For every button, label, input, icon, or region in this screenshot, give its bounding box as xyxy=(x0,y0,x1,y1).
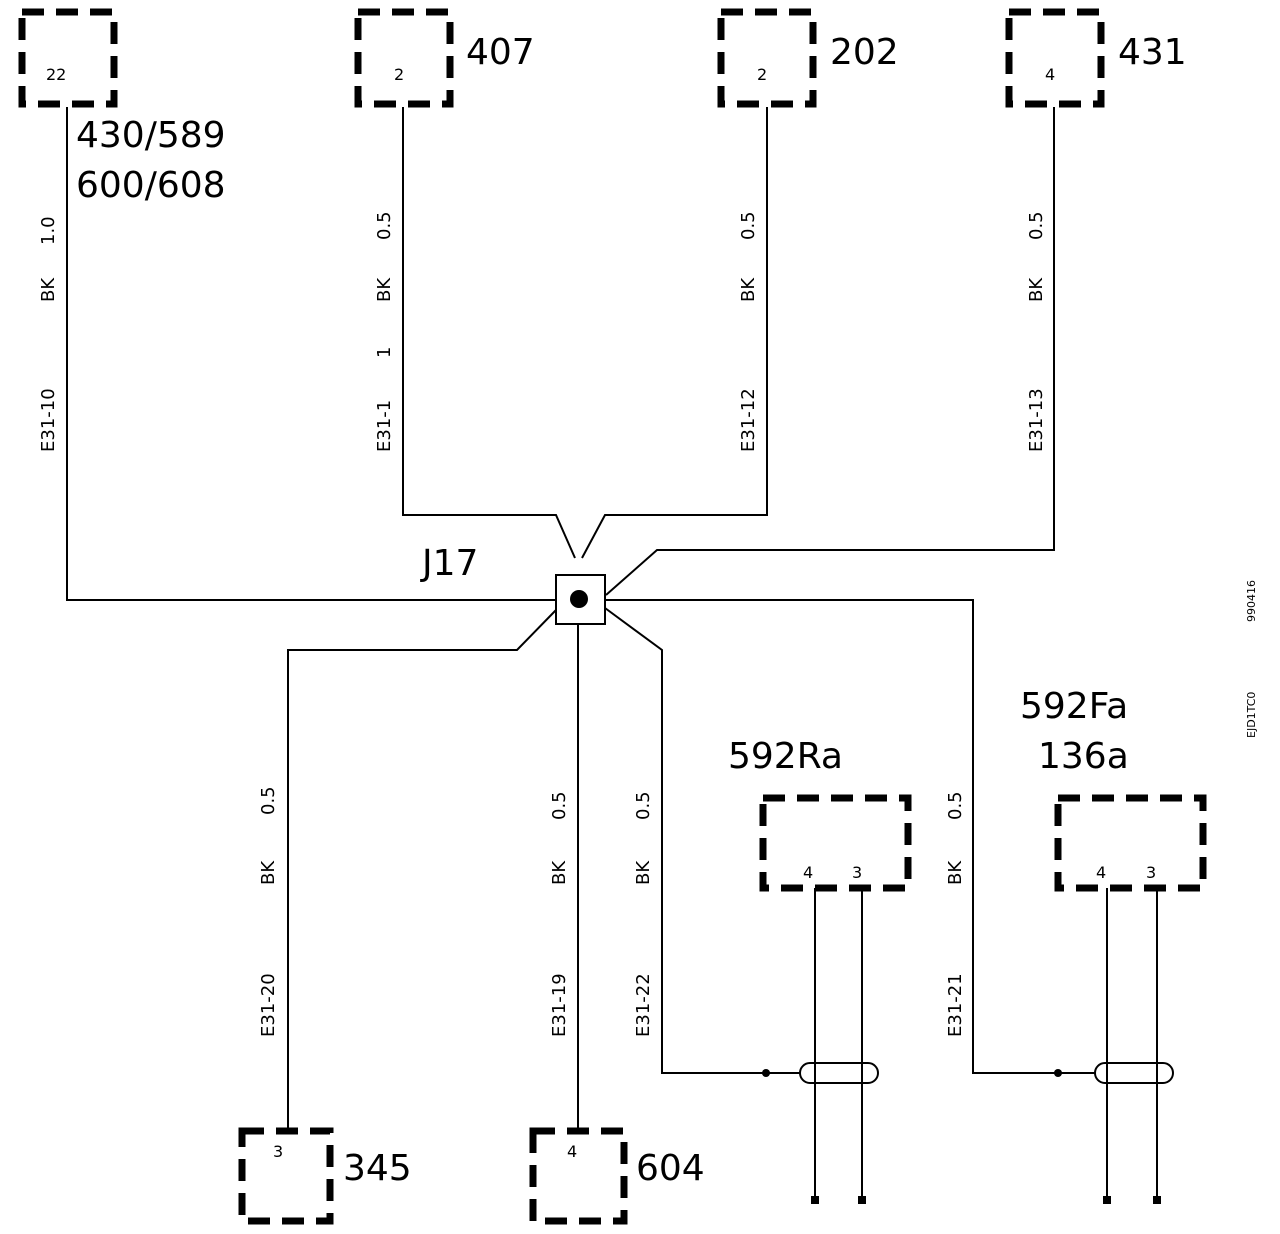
component-202: 2 202 xyxy=(717,8,899,108)
wires xyxy=(66,107,1174,1204)
connector-box xyxy=(759,794,912,892)
connector-box xyxy=(717,8,817,108)
wire-size: 0.5 xyxy=(258,786,279,815)
shield-oval-592fa xyxy=(1094,1062,1174,1084)
connector-box xyxy=(529,1127,628,1225)
component-label: 604 xyxy=(636,1148,705,1189)
wire-e31-10 xyxy=(66,107,556,601)
wire-size: 1.0 xyxy=(38,216,59,245)
wire-id: E31-19 xyxy=(549,973,570,1037)
wire-size: 0.5 xyxy=(633,791,654,820)
wire-end-terminal xyxy=(1103,1196,1111,1204)
component-label: 407 xyxy=(466,32,535,73)
component-label: 136a xyxy=(1038,736,1129,777)
connector-box xyxy=(18,8,118,108)
wire-e31-13 xyxy=(605,107,1055,596)
component-label: 592Ra xyxy=(728,736,843,777)
shield-oval-592ra xyxy=(799,1062,879,1084)
component-604: 4 604 xyxy=(529,1127,705,1225)
side-codes: 990416 EJD1TC0 xyxy=(1245,580,1258,738)
wire-id: E31-13 xyxy=(1026,388,1047,452)
connector-box xyxy=(1054,794,1207,892)
wire-size: 0.5 xyxy=(374,211,395,240)
wire-e31-1 xyxy=(402,107,576,559)
component-label: 431 xyxy=(1118,32,1187,73)
wire-e31-21 xyxy=(606,599,1095,1074)
wire-size: 0.5 xyxy=(738,211,759,240)
pin-number: 2 xyxy=(394,65,404,84)
wire-color: BK xyxy=(738,277,759,302)
component-label: 202 xyxy=(830,32,899,73)
wire-color: BK xyxy=(38,277,59,302)
component-label: 600/608 xyxy=(76,165,226,206)
wire-e31-20 xyxy=(287,609,557,1128)
component-431: 4 431 xyxy=(1005,8,1187,108)
wire-size: 0.5 xyxy=(549,791,570,820)
wire-e31-22 xyxy=(604,607,800,1074)
pin-number: 4 xyxy=(803,863,813,882)
wire-id: E31-20 xyxy=(258,973,279,1037)
component-407: 2 407 xyxy=(354,8,535,108)
wire-labels: 1.0 BK E31-10 0.5 BK 1 E31-1 0.5 BK E31-… xyxy=(38,211,1047,1037)
wire-color: BK xyxy=(1026,277,1047,302)
pin-number: 4 xyxy=(567,1142,577,1161)
connector-box xyxy=(238,1127,334,1225)
component-345: 3 345 xyxy=(238,1127,412,1225)
side-code: 990416 xyxy=(1245,580,1258,622)
wire-end-terminal xyxy=(811,1196,819,1204)
wire-id: E31-12 xyxy=(738,388,759,452)
wire-color: BK xyxy=(633,860,654,885)
wire-color: BK xyxy=(258,860,279,885)
component-label: 430/589 xyxy=(76,115,226,156)
wire-id: E31-1 xyxy=(374,400,395,452)
wire-id: E31-10 xyxy=(38,388,59,452)
wire-id: E31-21 xyxy=(945,973,966,1037)
pin-number: 22 xyxy=(46,65,66,84)
component-22: 22 430/589 600/608 xyxy=(18,8,226,206)
component-592ra: 592Ra 4 3 xyxy=(728,736,912,892)
wire-size: 0.5 xyxy=(1026,211,1047,240)
pin-number: 2 xyxy=(757,65,767,84)
wire-id: E31-22 xyxy=(633,973,654,1037)
pin-number: 4 xyxy=(1096,863,1106,882)
splice-dot xyxy=(762,1069,770,1077)
component-label: 592Fa xyxy=(1020,686,1128,727)
pin-number: 3 xyxy=(273,1142,283,1161)
component-label: 345 xyxy=(343,1148,412,1189)
wire-size: 0.5 xyxy=(945,791,966,820)
wire-color: BK xyxy=(945,860,966,885)
junction-dot xyxy=(570,590,588,608)
wire-end-terminal xyxy=(1153,1196,1161,1204)
splice-dot xyxy=(1054,1069,1062,1077)
wire-color: BK xyxy=(374,277,395,302)
connector-box xyxy=(1005,8,1105,108)
component-592fa: 592Fa 136a 4 3 xyxy=(1020,686,1207,892)
wire-end-terminal xyxy=(858,1196,866,1204)
side-code: EJD1TC0 xyxy=(1245,692,1258,738)
wire-e31-12 xyxy=(581,107,768,559)
junction-label: J17 xyxy=(420,543,478,584)
connector-box xyxy=(354,8,454,108)
pin-number: 3 xyxy=(1146,863,1156,882)
pin-number: 4 xyxy=(1045,65,1055,84)
pin-number: 3 xyxy=(852,863,862,882)
wire-number: 1 xyxy=(374,347,395,358)
junction-j17: J17 xyxy=(420,543,606,625)
wire-color: BK xyxy=(549,860,570,885)
